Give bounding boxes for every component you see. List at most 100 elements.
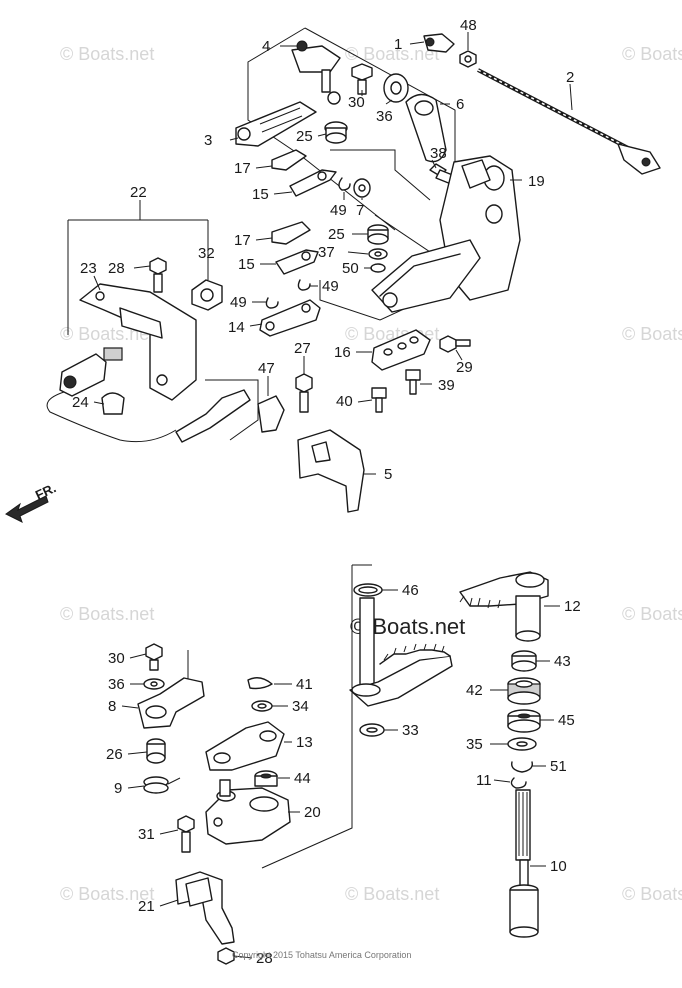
part-9-spring — [143, 776, 181, 794]
part-20-cam-plate — [205, 779, 291, 845]
callout-9: 9 — [114, 780, 122, 797]
callout-22: 22 — [130, 184, 147, 201]
frame-sensor — [205, 379, 259, 441]
watermark: © Boats.net — [60, 884, 154, 904]
watermark-layer: © Boats.net © Boats.net © Boats.net © Bo… — [60, 44, 682, 904]
callout-33: 33 — [402, 722, 419, 739]
callout-47: 47 — [258, 360, 275, 377]
callout-49: 49 — [230, 294, 247, 311]
callout-30: 30 — [108, 650, 125, 667]
part-32-nut — [191, 279, 223, 311]
part-46-ring — [353, 583, 383, 597]
part-5-bracket — [297, 429, 365, 513]
callout-36: 36 — [376, 108, 393, 125]
callout-8: 8 — [108, 698, 116, 715]
watermark: © Boats.net — [345, 884, 439, 904]
callout-3: 3 — [204, 132, 212, 149]
callout-32: 32 — [198, 245, 215, 262]
part-31-bolt — [177, 815, 195, 853]
part-49-clip — [338, 177, 351, 191]
part-4-link — [291, 40, 341, 105]
part-24-clamp — [101, 392, 125, 415]
frame-upper-right — [304, 27, 456, 170]
leader-lines — [93, 32, 573, 959]
callout-23: 23 — [80, 260, 97, 277]
part-43-collar — [511, 650, 537, 672]
callout-50: 50 — [342, 260, 359, 277]
part-51-clip — [511, 761, 533, 773]
part-41-clip — [247, 677, 273, 690]
callout-38: 38 — [430, 145, 447, 162]
part-50-clip — [370, 263, 386, 273]
callout-13: 13 — [296, 734, 313, 751]
part-12-gear-sector — [459, 571, 549, 642]
part-2-cable — [477, 68, 661, 175]
part-3-lever — [235, 101, 317, 147]
copyright-notice: Copyright 2015 Tohatsu America Corporati… — [232, 950, 411, 960]
part-17-clip — [271, 149, 307, 171]
part-40-bolt — [371, 387, 387, 413]
part-16-pad — [371, 329, 431, 371]
part-45-seal — [507, 709, 541, 733]
callout-20: 20 — [304, 804, 321, 821]
callout-49: 49 — [330, 202, 347, 219]
part-33-washer — [359, 723, 385, 737]
callout-15: 15 — [252, 186, 269, 203]
watermark: © Boats.net — [60, 604, 154, 624]
callout-2: 2 — [566, 69, 574, 86]
callout-43: 43 — [554, 653, 571, 670]
callout-37: 37 — [318, 244, 335, 261]
callout-26: 26 — [106, 746, 123, 763]
callout-19: 19 — [528, 173, 545, 190]
part-34-washer — [251, 700, 273, 712]
part-11-clip — [510, 777, 527, 789]
part-23-bracket — [79, 283, 197, 401]
callout-51: 51 — [550, 758, 567, 775]
part-49-clip-lower — [297, 279, 311, 291]
callout-48: 48 — [460, 17, 477, 34]
callout-1: 1 — [394, 36, 402, 53]
callout-17: 17 — [234, 160, 251, 177]
frame-lower-center — [261, 565, 353, 869]
part-42-bearing — [507, 677, 541, 705]
callout-labels: 4 1 48 2 3 25 30 36 6 38 19 17 15 49 7 2… — [72, 17, 581, 967]
part-28-bolt-lower — [217, 947, 235, 965]
part-1-lever — [423, 33, 455, 53]
part-6-arm — [405, 93, 447, 163]
callout-28: 28 — [108, 260, 125, 277]
callout-16: 16 — [334, 344, 351, 361]
part-29-bolt — [439, 335, 471, 353]
part-37-washer — [368, 248, 388, 260]
callout-39: 39 — [438, 377, 455, 394]
part-35-washer — [507, 737, 537, 751]
callout-40: 40 — [336, 393, 353, 410]
callout-44: 44 — [294, 770, 311, 787]
part-17-clip-lower — [271, 221, 311, 245]
watermark: © Boats.net — [345, 44, 439, 64]
callout-12: 12 — [564, 598, 581, 615]
part-7-washer — [353, 178, 371, 198]
part-47-connector — [175, 389, 285, 443]
direction-label: FR. — [33, 480, 58, 502]
watermark: © Boats.net — [622, 324, 682, 344]
callout-36: 36 — [108, 676, 125, 693]
part-25-bushing-lower — [367, 224, 389, 245]
watermark: © Boats.net — [622, 884, 682, 904]
callout-25: 25 — [296, 128, 313, 145]
callout-7: 7 — [356, 202, 364, 219]
callout-46: 46 — [402, 582, 419, 599]
part-26-bushing — [146, 738, 166, 764]
part-25-bushing — [324, 121, 348, 144]
part-30-bolt — [351, 63, 373, 95]
callout-4: 4 — [262, 38, 270, 55]
part-21-bracket — [175, 871, 235, 945]
part-switch-sensor — [46, 347, 177, 443]
callout-34: 34 — [292, 698, 309, 715]
frame-upper-left — [247, 27, 396, 231]
callout-41: 41 — [296, 676, 313, 693]
callout-28: 28 — [256, 950, 273, 967]
part-15-link — [289, 169, 337, 197]
callout-10: 10 — [550, 858, 567, 875]
part-27-bolt — [295, 373, 313, 413]
callout-49: 49 — [322, 278, 339, 295]
